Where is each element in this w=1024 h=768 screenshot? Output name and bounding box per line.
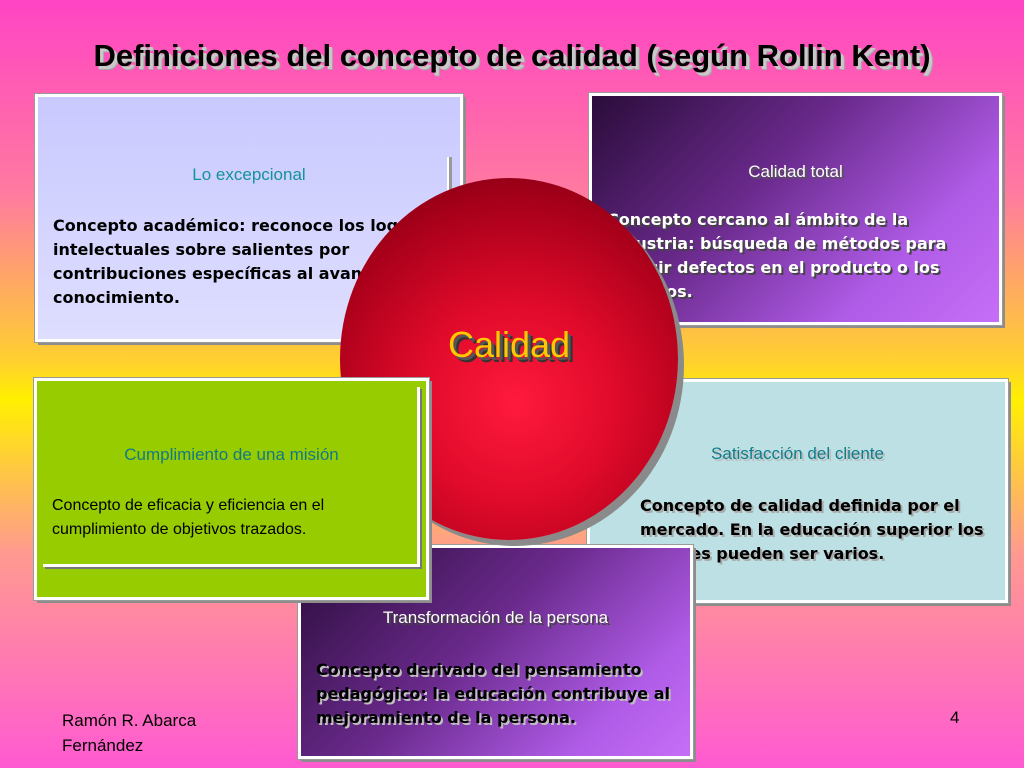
center-label: Calidad bbox=[447, 324, 571, 365]
box-heading: Lo excepcional bbox=[192, 165, 306, 184]
box-heading: Cumplimiento de una misión bbox=[124, 445, 339, 464]
box-heading: Calidad total bbox=[748, 162, 843, 181]
box-inner-frame bbox=[43, 387, 420, 567]
box-heading: Satisfacción del cliente bbox=[711, 444, 884, 463]
footer-author: Ramón R. Abarca Fernández bbox=[62, 711, 197, 755]
box-cumplimiento-mision: Cumplimiento de una misión Concepto de e… bbox=[33, 377, 430, 601]
box-body: Concepto derivado del pensamiento pedagó… bbox=[316, 660, 670, 727]
box-body: Concepto de eficacia y eficiencia en el … bbox=[52, 497, 325, 538]
box-body: Concepto académico: reconoce los logros … bbox=[53, 216, 427, 307]
box-lo-excepcional: Lo excepcional Concepto académico: recon… bbox=[34, 93, 464, 343]
page-number: 4 bbox=[950, 708, 960, 727]
box-heading: Transformación de la persona bbox=[382, 608, 609, 627]
box-body: Concepto de calidad definida por el merc… bbox=[640, 496, 984, 563]
box-body: Concepto cercano al ámbito de la industr… bbox=[607, 210, 947, 301]
slide-title: Definiciones del concepto de calidad (se… bbox=[93, 38, 931, 73]
